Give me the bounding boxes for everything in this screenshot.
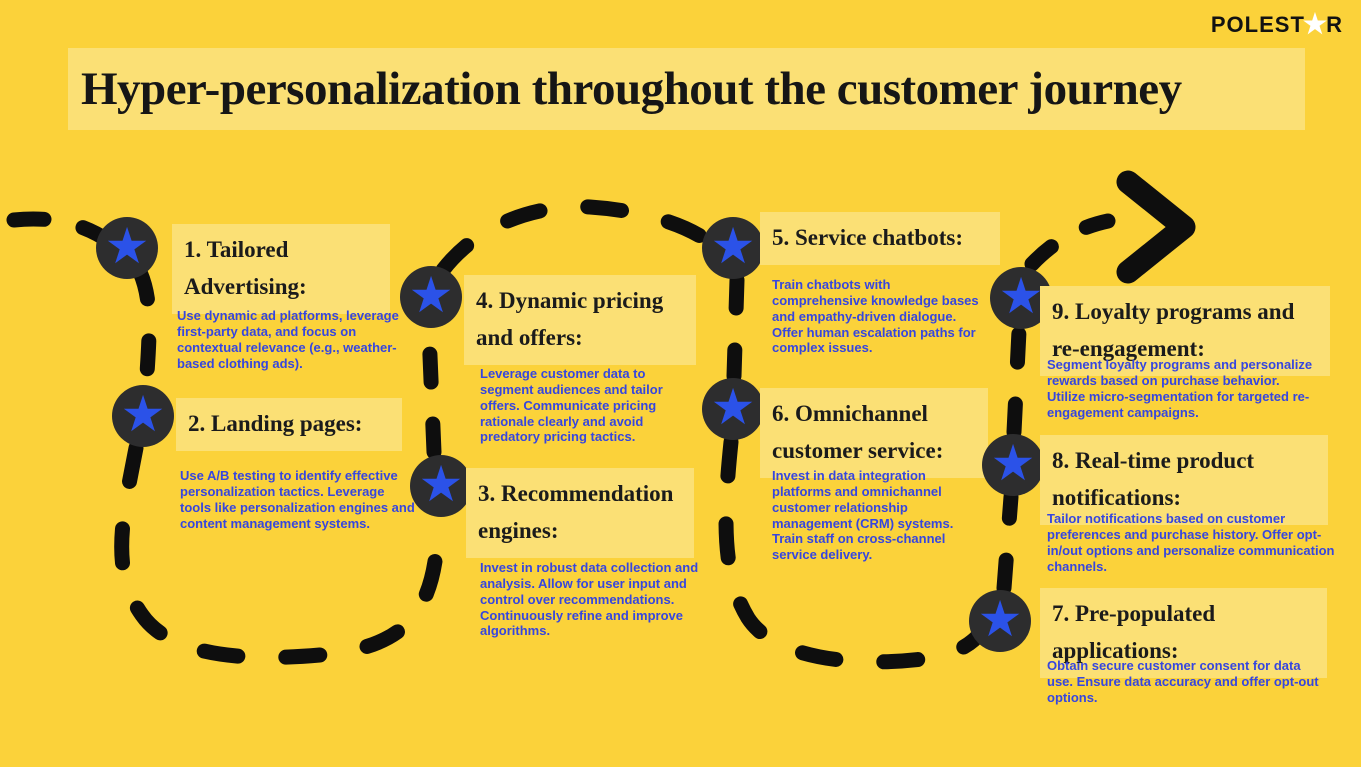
step-9-heading: 9. Loyalty programs and re-engagement:	[1052, 299, 1295, 361]
journey-dash-segment	[1006, 323, 1027, 440]
step-2-badge: ★	[112, 385, 174, 447]
journey-dash-segment	[132, 264, 157, 396]
logo-text-prefix: POLEST	[1210, 12, 1305, 37]
step-5-badge: ★	[702, 217, 764, 279]
journey-dash-segment	[6, 211, 118, 250]
step-2-heading: 2. Landing pages:	[188, 411, 363, 436]
journey-dash-segment	[421, 324, 442, 460]
step-7-heading-band: 7. Pre-populated applications:	[1040, 588, 1327, 678]
step-1-heading-band: 1. Tailored Advertising:	[172, 224, 390, 314]
step-3-badge: ★	[410, 455, 472, 517]
step-5-heading: 5. Service chatbots:	[772, 225, 963, 250]
step-6-badge: ★	[702, 378, 764, 440]
step-9-badge: ★	[990, 267, 1052, 329]
star-icon: ★	[998, 266, 1044, 325]
step-2-description: Use A/B testing to identify effective pe…	[180, 468, 415, 531]
arrow-icon	[1116, 170, 1196, 284]
step-7-description: Obtain secure customer consent for data …	[1047, 658, 1319, 705]
star-icon: ★	[710, 216, 756, 275]
step-5-description: Train chatbots with comprehensive knowle…	[772, 277, 979, 356]
star-icon: ★	[710, 377, 756, 436]
logo-text-suffix: R	[1326, 12, 1343, 37]
step-2-heading-band: 2. Landing pages:	[176, 398, 402, 451]
step-8-heading: 8. Real-time product notifications:	[1052, 448, 1255, 510]
title-banner: Hyper-personalization throughout the cus…	[68, 48, 1305, 130]
star-icon: ★	[418, 454, 464, 513]
step-4-heading-band: 4. Dynamic pricing and offers:	[464, 275, 696, 365]
step-9-description: Segment loyalty programs and personalize…	[1047, 357, 1313, 420]
step-4-heading: 4. Dynamic pricing and offers:	[476, 288, 664, 350]
step-7-heading: 7. Pre-populated applications:	[1052, 601, 1216, 663]
step-6-heading: 6. Omnichannel customer service:	[772, 401, 944, 463]
journey-dash-segment	[726, 272, 745, 384]
step-8-description: Tailor notifications based on customer p…	[1047, 511, 1335, 574]
step-1-heading: 1. Tailored Advertising:	[184, 237, 307, 299]
step-5-heading-band: 5. Service chatbots:	[760, 212, 1000, 265]
star-icon: ★	[120, 384, 166, 443]
step-3-description: Invest in robust data collection and ana…	[480, 560, 699, 639]
star-icon: ★	[977, 589, 1023, 648]
journey-dash-segment	[996, 489, 1019, 596]
step-4-description: Leverage customer data to segment audien…	[480, 366, 663, 445]
star-icon: ★	[408, 265, 454, 324]
step-9-heading-band: 9. Loyalty programs and re-engagement:	[1040, 286, 1330, 376]
star-icon: ★	[990, 433, 1036, 492]
step-8-badge: ★	[982, 434, 1044, 496]
step-8-heading-band: 8. Real-time product notifications:	[1040, 435, 1328, 525]
step-4-badge: ★	[400, 266, 462, 328]
journey-dash-segment	[114, 440, 446, 665]
star-icon: ★	[104, 216, 150, 275]
journey-dash-segment	[1024, 213, 1116, 272]
step-1-badge: ★	[96, 217, 158, 279]
page-title: Hyper-personalization throughout the cus…	[81, 63, 1182, 115]
step-6-heading-band: 6. Omnichannel customer service:	[760, 388, 988, 478]
step-7-badge: ★	[969, 590, 1031, 652]
journey-dash-segment	[718, 434, 992, 670]
step-6-description: Invest in data integration platforms and…	[772, 468, 954, 563]
journey-dash-segment	[435, 199, 714, 278]
step-3-heading: 3. Recommendation engines:	[478, 481, 674, 543]
step-3-heading-band: 3. Recommendation engines:	[466, 468, 694, 558]
step-1-description: Use dynamic ad platforms, leverage first…	[177, 308, 399, 371]
polestar-logo: POLEST★R	[1210, 8, 1343, 39]
